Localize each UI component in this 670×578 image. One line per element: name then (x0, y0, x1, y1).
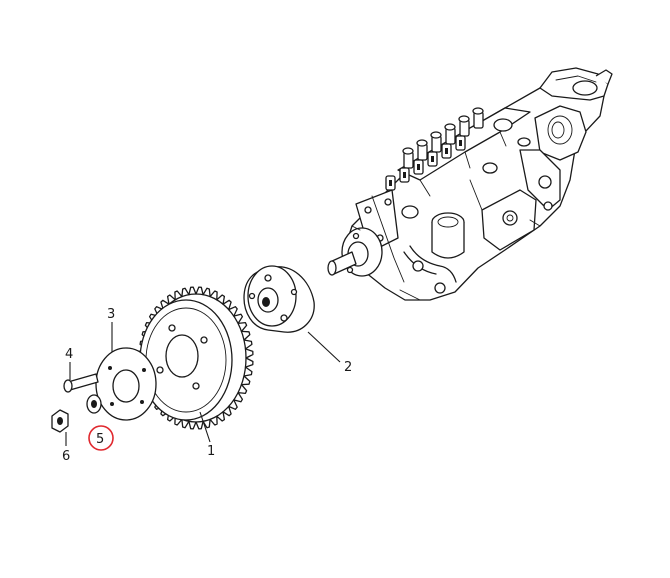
leader-2 (307, 331, 341, 363)
gear-part-1 (138, 286, 254, 430)
leader-lines (65, 322, 341, 446)
leader-1 (199, 411, 211, 443)
washer-part-5 (86, 394, 102, 414)
plate-part-3 (95, 347, 157, 421)
callout-6: 6 (62, 449, 70, 464)
callouts: 3 4 6 1 2 5 (62, 307, 352, 464)
callout-5: 5 (96, 432, 104, 447)
delivery-valves (385, 107, 484, 191)
highlight-circle (88, 425, 114, 451)
callout-1: 1 (207, 444, 215, 459)
callout-2: 2 (344, 360, 352, 375)
nut-part-6 (51, 409, 69, 433)
hub-part-2 (243, 265, 315, 333)
bolt-part-4 (63, 373, 99, 393)
callout-4: 4 (65, 347, 73, 362)
injection-pump-assembly (327, 67, 613, 301)
callout-3: 3 (107, 307, 115, 322)
